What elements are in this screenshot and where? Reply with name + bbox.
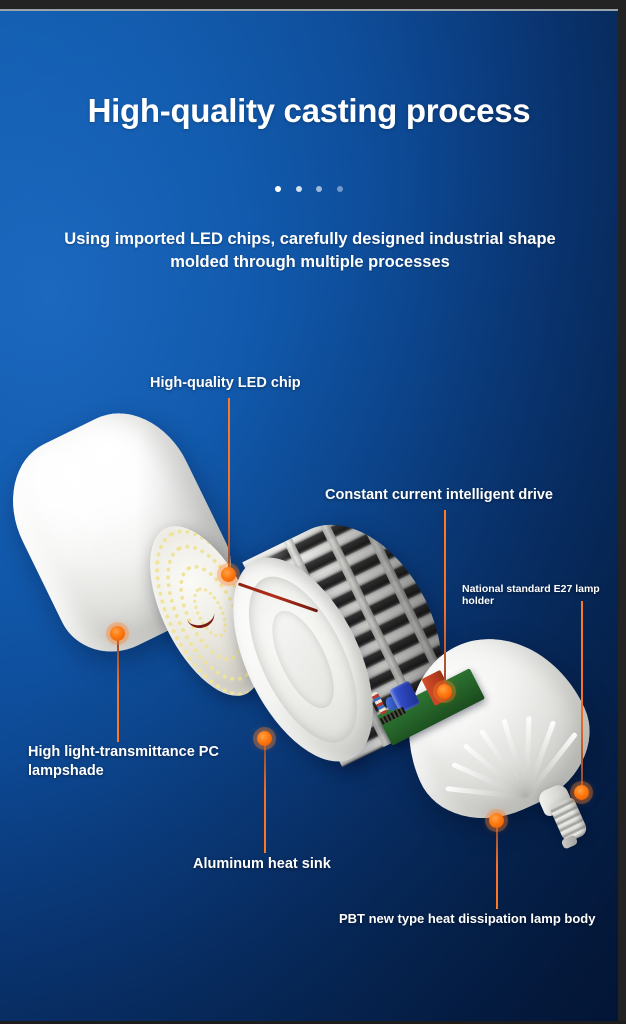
leader-line-e27-lamp-holder [581, 601, 583, 791]
callout-label-e27-lamp-holder: National standard E27 lamp holder [462, 583, 600, 607]
callout-dot-aluminum-heat-sink [257, 731, 272, 746]
decorative-dot [316, 185, 323, 192]
leader-line-pc-lampshade [117, 640, 119, 742]
callout-label-pbt-lamp-body: PBT new type heat dissipation lamp body [339, 911, 596, 926]
leader-line-aluminum-heat-sink [264, 745, 266, 853]
callout-dot-constant-current-drive [437, 684, 452, 699]
leader-line-led-chip [228, 398, 230, 574]
page-subtitle: Using imported LED chips, carefully desi… [64, 230, 556, 271]
callout-dot-pbt-lamp-body [489, 813, 504, 828]
decorative-dot [275, 185, 282, 192]
right-chrome-bar [618, 0, 626, 1024]
page-title: High-quality casting process [87, 92, 531, 129]
decorative-dot [336, 185, 343, 192]
decorative-dot-row [0, 180, 618, 198]
callout-label-aluminum-heat-sink: Aluminum heat sink [193, 856, 331, 872]
top-chrome-bar [0, 0, 626, 9]
callout-dot-e27-lamp-holder [574, 785, 589, 800]
callout-label-constant-current-drive: Constant current intelligent drive [325, 487, 553, 503]
decorative-dot [295, 185, 302, 192]
callout-dot-led-chip [221, 567, 236, 582]
bottom-chrome-bar [0, 1021, 626, 1024]
leader-line-constant-current-drive [444, 510, 446, 692]
leader-line-pbt-lamp-body [496, 827, 498, 909]
callout-label-pc-lampshade: High light-transmittance PC lampshade [28, 744, 219, 779]
top-divider-line [0, 9, 626, 11]
callout-label-led-chip: High-quality LED chip [150, 375, 301, 391]
callout-dot-pc-lampshade [110, 626, 125, 641]
